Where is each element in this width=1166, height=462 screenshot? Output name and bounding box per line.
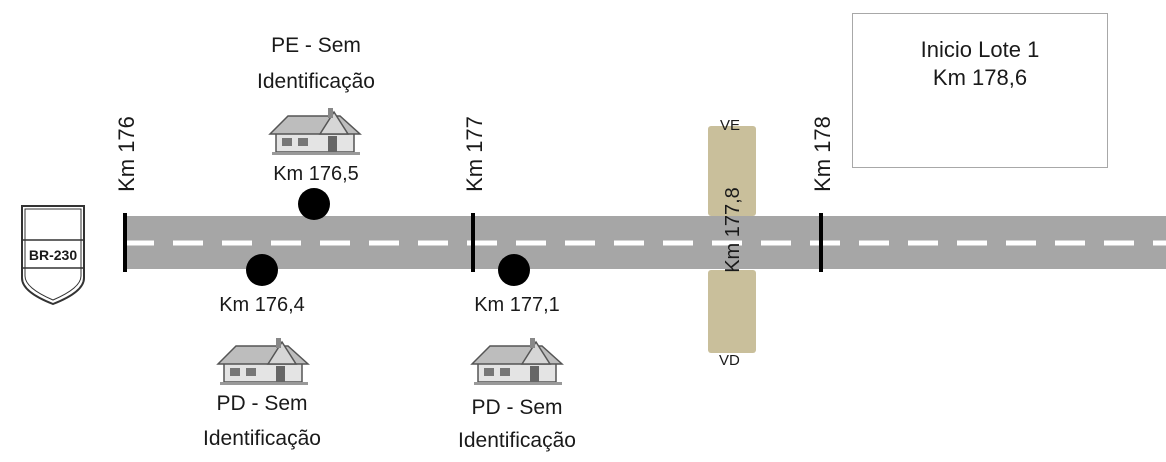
point-km-label: Km 177,1	[474, 294, 560, 316]
point-km-176-4	[246, 254, 278, 286]
point-side-label: PE - Sem	[271, 34, 361, 57]
point-side-label: Identificação	[458, 429, 576, 452]
br-shield-icon	[21, 205, 85, 306]
km-marker-label: Km 176	[114, 116, 139, 192]
point-side-label: Identificação	[203, 427, 321, 450]
point-km-176-5	[298, 188, 330, 220]
lote-km: Km 178,6	[932, 65, 1028, 90]
crossing-top-label: VE	[720, 117, 741, 134]
lote-box: Inicio Lote 1 Km 178,6	[852, 13, 1108, 168]
point-km-177-1	[498, 254, 530, 286]
point-side-label: PD - Sem	[216, 392, 308, 415]
crossing-bar-bottom	[708, 270, 756, 353]
crossing-bottom-label: VD	[719, 352, 740, 369]
point-km-label: Km 176,5	[273, 163, 359, 185]
point-side-label: PD - Sem	[471, 396, 563, 419]
lote-title: Inicio Lote 1	[920, 37, 1040, 62]
house-icon	[470, 338, 564, 385]
point-side-label: Identificação	[257, 70, 375, 93]
km-marker-label: Km 178	[810, 116, 835, 192]
km-marker-label: Km 177	[462, 116, 487, 192]
point-km-label: Km 176,4	[219, 294, 305, 316]
house-icon	[216, 338, 310, 385]
crossing-km-label: Km 177,8	[722, 187, 744, 273]
house-icon	[268, 108, 362, 155]
shield-label: BR-230	[28, 247, 78, 263]
crossing-bar-top	[708, 126, 756, 216]
